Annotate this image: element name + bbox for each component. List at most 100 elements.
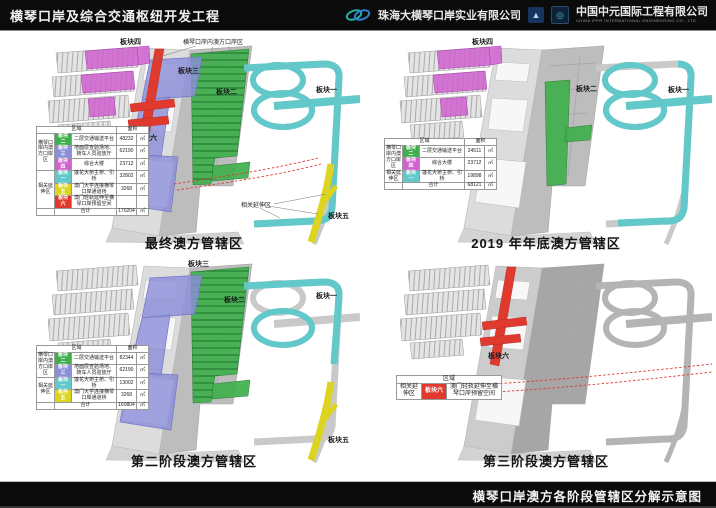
legend-spacer [36,207,55,216]
legend-swatch-block5: 板块五 [54,182,72,197]
label-block4: 板块四 [120,37,141,46]
legend-desc: 综合大楼 [71,157,117,172]
zone-block2-arm [211,379,251,400]
panel-phase2: 板块三 板块二 板块一 板块五 区域 面积 横琴口岸内澳方口岸区 板块二 二层交… [28,254,360,474]
label-block4: 板块四 [472,37,493,46]
legend-desc: 二层交通输送平台 [71,132,117,147]
legend-area: 23712 [116,157,137,172]
legend-desc: 地面层查验场地、随车人员验放厅 [71,145,117,159]
company1-name: 珠海大横琴口岸实业有限公司 [378,10,521,22]
legend-desc: 莲花大桥主桥、引桥 [71,170,117,184]
zone-block1-lotus-bridge [243,278,343,365]
zone-block1-lotus-bridge [243,60,360,228]
legend-swatch-block1: 板块一 [54,170,72,184]
legend-swatch-block1: 板块一 [54,376,72,391]
legend-zone-header: 区域 [396,374,502,385]
legend-table-phase3: 区域 相关延伸区 板块六 澳门轻轨延伸至横琴口岸预留空间 [396,374,502,400]
zone-block2-stripes [191,49,249,185]
legend-swatch-block2: 板块二 [402,144,420,159]
base-buildings [399,263,605,463]
legend-zone-header: 区域 [36,126,117,134]
legend-area: 13002 [116,376,137,391]
label-block1: 板块一 [668,85,689,94]
zone-block4-buildings [432,45,503,118]
zone-block2-2019 [544,79,571,187]
site-plan-phase3: 板块六 [399,263,712,464]
legend-swatch-block5: 板块五 [54,389,72,403]
legend-swatch-block2: 板块二 [54,132,72,147]
zone-block5-um-bridge [307,163,339,244]
zone-block5-um-bridge [307,381,339,462]
legend-desc: 莲花大桥主桥、引桥 [419,169,465,184]
legend-unit [136,195,149,209]
legend-group-port: 横琴口岸内澳方口岸区 [36,132,55,172]
callout-extension-area: 相关延伸区 [241,201,271,209]
footer-bar: 横琴口岸澳方各阶段管辖区分解示意图 [0,481,716,508]
legend-swatch-block4: 板块四 [54,157,72,172]
legend-area: 48232 [116,132,137,147]
legend-unit: ㎡ [136,351,149,366]
zone-block6-lrt-strip [127,48,176,149]
legend-swatch-block1: 板块一 [402,169,420,184]
caption-phase2: 第二阶段澳方管辖区 [130,454,257,469]
legend-unit: ㎡ [484,157,497,171]
legend-total-value: 68121 [464,182,485,190]
zone-block1-lotus-bridge [602,60,712,227]
zone-block3-a [141,274,203,319]
logo-group: 珠海大横琴口岸实业有限公司 ▲ ◎ 中国中元国际工程有限公司 CHINA IPP… [345,0,708,30]
company2-badge2-icon: ◎ [551,6,569,24]
panel-final: 横琴口岸内澳方口岸区 相关延伸区 板块四 板块三 板块三 板块二 板块一 板块六… [28,36,360,256]
label-block6: 板块六 [488,351,509,360]
company2-name: 中国中元国际工程有限公司 [576,6,708,18]
label-block5: 板块五 [328,211,349,220]
legend-unit: ㎡ [136,401,149,410]
legend-area: 3268 [116,389,137,403]
label-block5: 板块五 [328,435,349,444]
legend-swatch-block6: 板块六 [421,383,447,400]
callout-port-area: 横琴口岸内澳方口岸区 [183,38,243,46]
zone-block6-lrt-strip [479,266,528,367]
legend-group-ext: 相关延伸区 [396,383,422,400]
legend-swatch-block3: 板块三 [54,145,72,159]
label-block3: 板块三 [178,66,199,75]
legend-unit: ㎡ [136,157,149,172]
legend-spacer [384,182,403,190]
legend-unit: ㎡ [136,145,149,159]
caption-final: 最终澳方管辖区 [144,236,243,251]
legend-area-header: 面积 [116,345,149,353]
legend-group-port: 横琴口岸内澳方口岸区 [384,144,403,171]
legend-unit: ㎡ [136,132,149,147]
label-block2: 板块二 [576,84,597,93]
legend-spacer [36,401,55,410]
legend-desc: 综合大楼 [419,157,465,171]
zone-block2-stripes [191,267,249,403]
company2-badge1-icon: ▲ [528,7,544,23]
legend-desc: 二层交通输送平台 [71,351,117,366]
label-block1: 板块一 [316,85,337,94]
header-bar: 横琴口岸及综合交通枢纽开发工程 珠海大横琴口岸实业有限公司 ▲ ◎ 中国中元国际… [0,0,716,31]
legend-swatch-block6: 板块六 [54,195,72,209]
boundary-dashed-line [173,157,319,185]
legend-unit: ㎡ [136,364,149,378]
legend-group-ext: 相关延伸区 [36,170,55,209]
legend-desc: 澳门轻轨延伸至横琴口岸预留空间 [71,195,117,209]
legend-unit: ㎡ [484,182,497,190]
zone-block2-2019-arm [564,124,593,143]
legend-total-label: 合计 [54,401,117,410]
project-title: 横琴口岸及综合交通枢纽开发工程 [10,8,221,24]
label-block2: 板块二 [216,87,237,96]
legend-table-final: 区域 面积 横琴口岸内澳方口岸区 板块二 二层交通输送平台 48232 ㎡ 板块… [36,126,149,216]
legend-table-2019: 区域 面积 横琴口岸内澳方口岸区 板块二 二层交通输送平台 24511 ㎡ 板块… [384,138,497,190]
base-roads [595,278,712,464]
zone-block2-arm [211,161,251,182]
legend-desc: 澳门大学连接横琴口岸通道桥 [71,389,117,403]
legend-area: 24511 [464,144,485,159]
callout-lines [155,45,237,65]
boundary-dashed-line [176,163,322,191]
callout-lines [259,193,327,219]
caption-2019: 2019 年年底澳方管辖区 [471,236,621,251]
legend-total-label: 合计 [54,207,117,216]
legend-area-header: 面积 [116,126,149,134]
legend-area: 23712 [464,157,485,171]
